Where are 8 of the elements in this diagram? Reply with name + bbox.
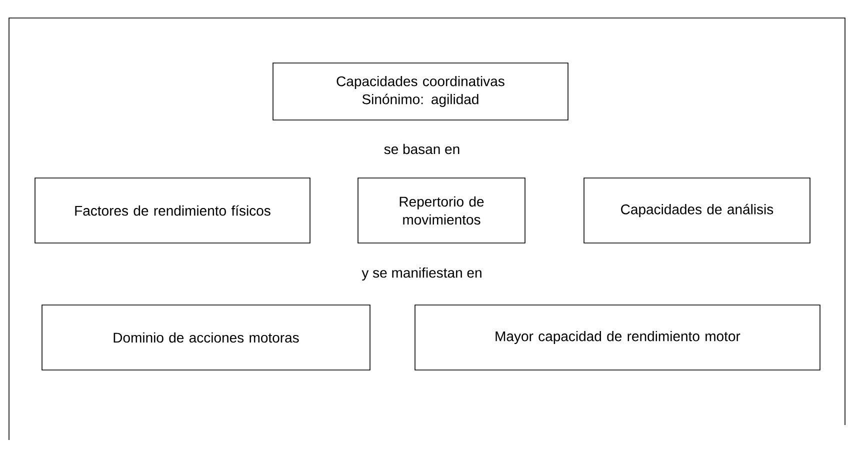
concept-box: Repertorio de movimientos: [358, 178, 526, 244]
connector-text: se basan en: [384, 144, 460, 154]
concept-box: Factores de rendimiento físicos: [34, 178, 310, 244]
connector-text: y se manifiestan en: [362, 267, 482, 280]
concept-box: Capacidades coordinativas Sinónimo: agilidad: [272, 62, 568, 120]
concept-box: Dominio de acciones motoras: [42, 304, 370, 370]
concept-box: Capacidades de análisis: [584, 178, 810, 244]
concept-box: Mayor capacidad de rendimiento motor: [414, 304, 820, 370]
